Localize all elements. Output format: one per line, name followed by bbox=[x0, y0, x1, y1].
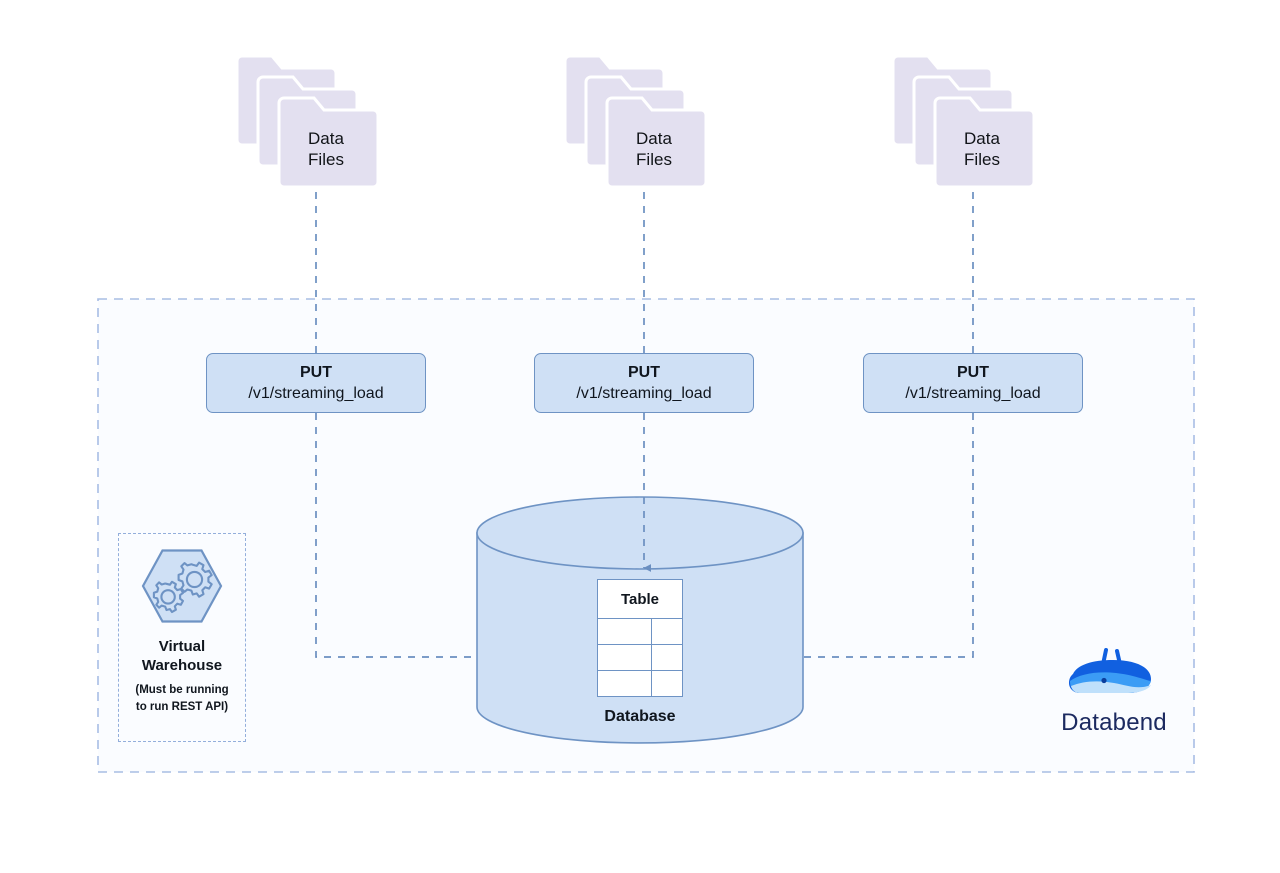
source-label-line1: Data bbox=[308, 129, 344, 148]
virtual-warehouse-title-line2: Warehouse bbox=[141, 657, 223, 674]
endpoint-path-3: /v1/streaming_load bbox=[905, 384, 1041, 402]
virtual-warehouse-note-line2: to run REST API) bbox=[135, 701, 229, 713]
source-folder-stack-1: Data Files bbox=[233, 52, 383, 192]
source-label-line2: Files bbox=[636, 150, 672, 169]
endpoint-path-2: /v1/streaming_load bbox=[576, 384, 712, 402]
virtual-warehouse-note: (Must be running to run REST API) bbox=[135, 682, 228, 716]
database-table-header: Table bbox=[598, 580, 682, 619]
folder-icon-front: Data Files bbox=[931, 94, 1033, 191]
databend-whale-logo bbox=[1056, 648, 1172, 707]
source-label-line2: Files bbox=[308, 150, 344, 169]
database-table: Table bbox=[597, 579, 683, 697]
virtual-warehouse-box[interactable]: Virtual Warehouse (Must be running to ru… bbox=[118, 533, 246, 742]
table-cell bbox=[652, 645, 682, 670]
hexagon-gears-icon bbox=[140, 548, 224, 629]
table-cell bbox=[652, 671, 682, 697]
connector-put3-to-table bbox=[688, 413, 974, 661]
virtual-warehouse-title: Virtual Warehouse bbox=[142, 637, 222, 675]
table-row bbox=[598, 671, 682, 697]
source-label-line1: Data bbox=[964, 129, 1000, 148]
source-label-line1: Data bbox=[636, 129, 672, 148]
source-folder-label-2: Data Files bbox=[603, 128, 705, 170]
virtual-warehouse-note-line1: (Must be running bbox=[135, 684, 229, 696]
table-cell bbox=[652, 619, 682, 644]
table-row bbox=[598, 619, 682, 645]
table-cell bbox=[598, 671, 652, 697]
endpoint-method-2: PUT bbox=[628, 363, 660, 381]
virtual-warehouse-title-line1: Virtual bbox=[158, 638, 206, 655]
table-cell bbox=[598, 619, 652, 644]
endpoint-method-3: PUT bbox=[957, 363, 989, 381]
database-caption: Database bbox=[604, 708, 676, 725]
source-folder-stack-3: Data Files bbox=[889, 52, 1039, 192]
folder-icon-front: Data Files bbox=[275, 94, 377, 191]
databend-wordmark: Databend bbox=[1061, 709, 1167, 736]
endpoint-method-1: PUT bbox=[300, 363, 332, 381]
source-folder-stack-2: Data Files bbox=[561, 52, 711, 192]
databend-brand: Databend bbox=[1046, 648, 1182, 737]
source-folder-label-1: Data Files bbox=[275, 128, 377, 170]
source-folder-label-3: Data Files bbox=[931, 128, 1033, 170]
table-cell bbox=[598, 645, 652, 670]
folder-icon-front: Data Files bbox=[603, 94, 705, 191]
table-row bbox=[598, 645, 682, 671]
endpoint-box-1[interactable]: PUT /v1/streaming_load bbox=[206, 353, 426, 413]
endpoint-box-2[interactable]: PUT /v1/streaming_load bbox=[534, 353, 754, 413]
source-label-line2: Files bbox=[964, 150, 1000, 169]
endpoint-path-1: /v1/streaming_load bbox=[248, 384, 384, 402]
endpoint-box-3[interactable]: PUT /v1/streaming_load bbox=[863, 353, 1083, 413]
